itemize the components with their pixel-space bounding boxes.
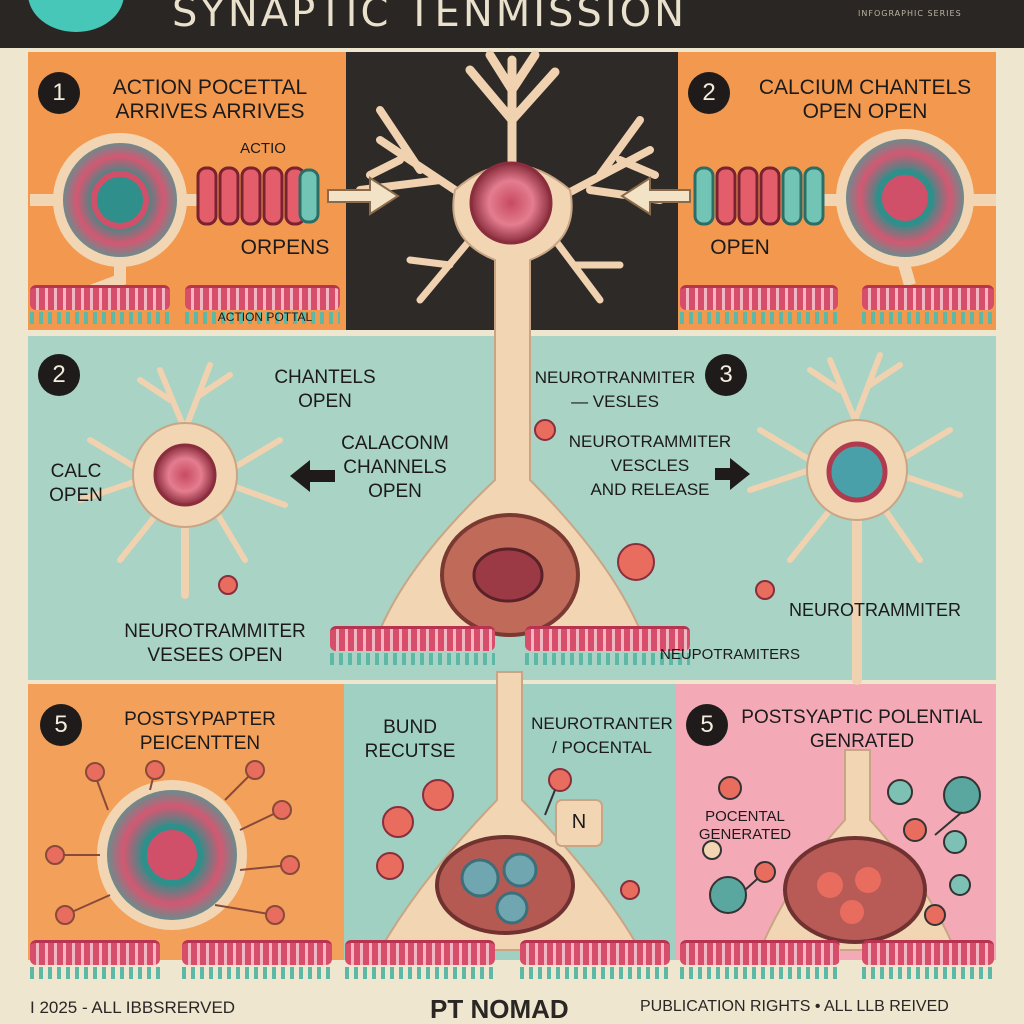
arrow-left-icon	[620, 176, 691, 216]
panel-3-left-label: CALC OPEN	[49, 461, 103, 506]
panel-8-molecules	[702, 776, 981, 926]
panel-1-bottom-label: ACTION POTTAL	[217, 310, 313, 324]
membrane-strip	[520, 940, 670, 979]
panel-3-bottom-label: NEUROTRAMMITER VESEES OPEN	[124, 621, 306, 666]
footer-left: I 2025 - ALL IBBSRERVED	[30, 998, 236, 1017]
step-badge-3: 3	[705, 354, 747, 396]
membrane-strip	[862, 285, 994, 324]
footer: I 2025 - ALL IBBSRERVED PT NOMAD PUBLICA…	[0, 994, 1024, 1024]
header-bar: SYNAPTIC TENMISSION INFOGRAPHIC SERIES	[0, 0, 1024, 48]
central-nucleus-icon	[469, 161, 553, 245]
panel-1-channel-icon	[196, 166, 320, 226]
step-badge-2: 2	[688, 72, 730, 114]
panel-5-title: POSTSYPAPTER PEICENTTEN	[124, 709, 276, 754]
membrane-strip	[345, 940, 495, 979]
vesicle-blue-icon	[495, 891, 529, 925]
vesicle-blue-icon	[502, 852, 538, 888]
panel-2-cell	[820, 129, 996, 287]
panel-3-mid-label: CALACONM CHANNELS OPEN	[341, 433, 449, 502]
arrow-right-icon	[327, 176, 400, 216]
panel-4-bottom-label: NEUROTRAMMITER	[789, 600, 961, 620]
footer-center: PT NOMAD	[430, 994, 569, 1024]
panel-4-mid-label: NEUROTRAMMITER VESCLES AND RELEASE	[568, 432, 732, 499]
membrane-strip	[185, 285, 340, 324]
panel-1-small-label: ACTIO	[240, 140, 286, 157]
vesicle-icon	[617, 543, 655, 581]
panel-3-top-label: CHANTELS OPEN	[274, 367, 376, 412]
panel-7-title: NEUROTRANTER / POCENTAL	[531, 714, 673, 757]
central-neuron-body	[378, 164, 642, 631]
panel-8-terminal-icon	[783, 836, 927, 944]
step-badge-5: 5	[40, 704, 82, 746]
central-terminal-core-icon	[472, 547, 544, 603]
vesicle-icon	[534, 419, 556, 441]
header-caption: INFOGRAPHIC SERIES	[858, 9, 962, 18]
membrane-strip	[30, 940, 160, 979]
membrane-strip	[680, 940, 840, 979]
panel-7-symbol: N	[571, 811, 587, 833]
panel-8-small-label: POCENTAL GENERATED	[698, 808, 792, 843]
membrane-strip	[182, 940, 332, 979]
step-badge-5-right: 5	[686, 704, 728, 746]
panel-2-title: CALCIUM CHANTELS OPEN OPEN	[758, 76, 972, 123]
step-badge-1: 1	[38, 72, 80, 114]
panel-6-vesicles	[376, 779, 454, 880]
vesicle-icon	[817, 872, 843, 898]
panel-8-title: POSTSYAPTIC POLENTIAL GENRATED	[741, 707, 983, 752]
panel-6-title: BUND RECUTSE	[364, 717, 456, 762]
step-badge-2-lower: 2	[38, 354, 80, 396]
panel-3-neuron	[77, 362, 288, 599]
panel-1-title: ACTION POCETTAL ARRIVES ARRIVES	[112, 76, 308, 123]
panel-2-channel-icon	[693, 166, 825, 226]
membrane-strip	[525, 626, 690, 665]
central-neuron	[356, 50, 664, 304]
vesicle-icon	[855, 867, 881, 893]
membrane-strip	[330, 626, 495, 665]
arrow-left-icon	[290, 460, 335, 492]
panel-4-membrane-label: NEUPOTRAMITERS	[659, 646, 800, 663]
poster-title: SYNAPTIC TENMISSION	[172, 0, 688, 36]
panel-4-neuron	[747, 352, 963, 685]
membrane-strip	[680, 285, 838, 324]
panel-1-cell	[30, 133, 200, 301]
panel-2-channel-label: OPEN	[710, 236, 770, 259]
panel-1-channel-label: ORPENS	[240, 236, 330, 259]
footer-right: PUBLICATION RIGHTS • ALL LLB REIVED	[640, 998, 949, 1015]
panel-4-top-label: NEUROTRANMITER — VESLES	[534, 368, 696, 411]
arrow-right-icon	[715, 458, 750, 490]
vesicle-icon	[755, 580, 775, 600]
membrane-strip	[862, 940, 994, 979]
panel-7-symbols	[544, 768, 640, 900]
panel-5-cell	[45, 760, 300, 930]
panel-4-nucleus-icon	[826, 441, 888, 503]
membrane-strip	[30, 285, 170, 324]
vesicle-icon	[840, 900, 864, 924]
vesicle-icon	[218, 575, 238, 595]
panel-3-nucleus-icon	[153, 443, 217, 507]
vesicle-blue-icon	[460, 858, 500, 898]
